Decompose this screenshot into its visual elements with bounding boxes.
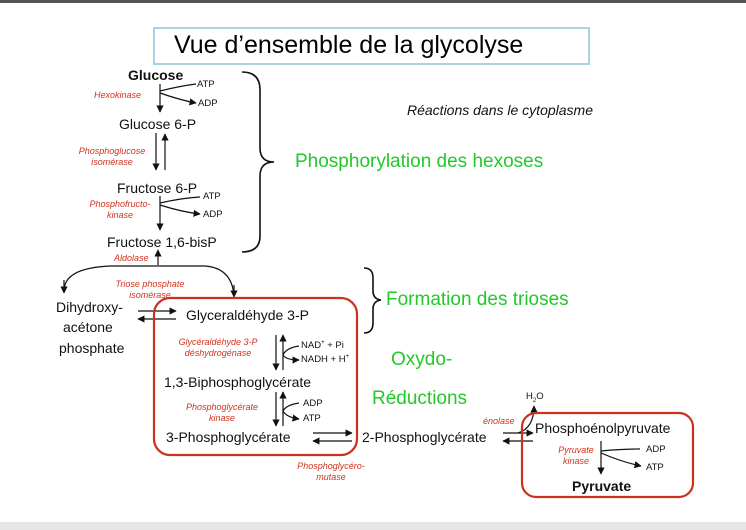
enzyme-gapdh-line1: Glycéraldéhyde 3-P [178,337,258,347]
enzyme-pfk: Phosphofructo- kinase [81,199,159,221]
molecule-dhap-line3: phosphate [59,340,125,356]
bottom-border [0,522,746,530]
enzyme-pk: Pyruvate kinase [552,445,600,467]
enzyme-aldolase: Aldolase [114,253,149,263]
enolase-water-arrow [517,405,538,434]
aldolase-split-arrows [63,265,235,297]
cofactor-adp-hexokinase: ADP [198,98,218,109]
molecule-dhap-line2: acétone [63,319,113,335]
enzyme-pk-line1: Pyruvate [558,445,594,455]
pfk-cofactor-arrow [159,196,201,204]
section-oxido-line2: Réductions [372,388,468,409]
enzyme-hexokinase: Hexokinase [94,90,142,100]
cofactor-h2o: H2O [526,391,544,404]
slide-title: Vue d’ensemble de la glycolyse [174,31,524,59]
molecule-f6p: Fructose 6-P [117,180,198,196]
molecule-pg3: 3-Phosphoglycérate [166,429,291,445]
pgk-cofactor-arrow [282,402,300,422]
cytoplasm-note: Réactions dans le cytoplasme [407,102,593,118]
enzyme-pgi-line1: Phosphoglucose [78,146,146,156]
enzyme-enolase: énolase [483,416,515,426]
enzyme-pgm: Phosphoglycéro- mutase [287,461,375,483]
enzyme-pgm-line1: Phosphoglycéro- [297,461,365,471]
molecule-dhap-line1: Dihydroxy- [56,299,123,315]
cofactor-atp-pfk: ATP [203,191,221,202]
section-triose-formation: Formation des trioses [386,289,569,310]
molecule-pg2: 2-Phosphoglycérate [362,429,487,445]
hexokinase-cofactor-arrow [159,83,197,92]
enzyme-pk-line2: kinase [562,456,589,466]
section-phosphorylation: Phosphorylation des hexoses [295,151,544,172]
enzyme-tpi: Triose phosphate isomérase [104,279,196,301]
enzyme-pfk-line2: kinase [106,210,133,220]
enzyme-pfk-line1: Phosphofructo- [89,199,151,209]
triose-box [152,296,359,457]
section-oxido-line1: Oxydo- [391,349,453,370]
enzyme-gapdh-line2: déshydrogénase [184,348,252,358]
enzyme-pgk-line2: kinase [208,413,235,423]
cofactor-atp-pk: ATP [646,462,664,473]
enzyme-pgm-line2: mutase [316,472,346,482]
molecule-g6p: Glucose 6-P [119,116,197,132]
cofactor-atp-hexokinase: ATP [197,79,215,90]
cofactor-adp-pfk: ADP [203,209,223,220]
pyruvate-box [520,411,695,499]
brace-triose-formation [363,267,382,334]
molecule-pyruvate: Pyruvate [572,478,632,494]
cofactor-nadh: NADH + H+ [301,354,350,365]
cofactor-adp-pk: ADP [646,444,666,455]
gapdh-cofactor-arrow [282,345,300,364]
molecule-pep: Phosphoénolpyruvate [535,420,671,436]
enzyme-tpi-line1: Triose phosphate [115,279,185,289]
enzyme-tpi-line2: isomérase [129,290,171,300]
top-border [0,0,746,3]
cofactor-atp-pgk: ATP [303,413,321,424]
title-frame [153,27,590,65]
molecule-f16bp: Fructose 1,6-bisP [107,234,217,250]
enzyme-pgk: Phosphoglycérate kinase [178,402,266,424]
enzyme-gapdh: Glycéraldéhyde 3-P déshydrogénase [168,337,268,359]
brace-phosphorylation [241,71,275,253]
cofactor-nad: NAD+ + Pi [301,340,344,351]
molecule-glucose: Glucose [128,67,184,83]
molecule-bpg13: 1,3-Biphosphoglycérate [164,374,312,390]
molecule-g3p: Glyceraldéhyde 3-P [186,307,309,323]
cofactor-adp-pgk: ADP [303,398,323,409]
enzyme-pgi-line2: isomérase [91,157,133,167]
pk-cofactor-arrow [600,448,641,452]
enzyme-pgk-line1: Phosphoglycérate [185,402,259,412]
enzyme-pgi: Phosphoglucose isomérase [73,146,151,168]
